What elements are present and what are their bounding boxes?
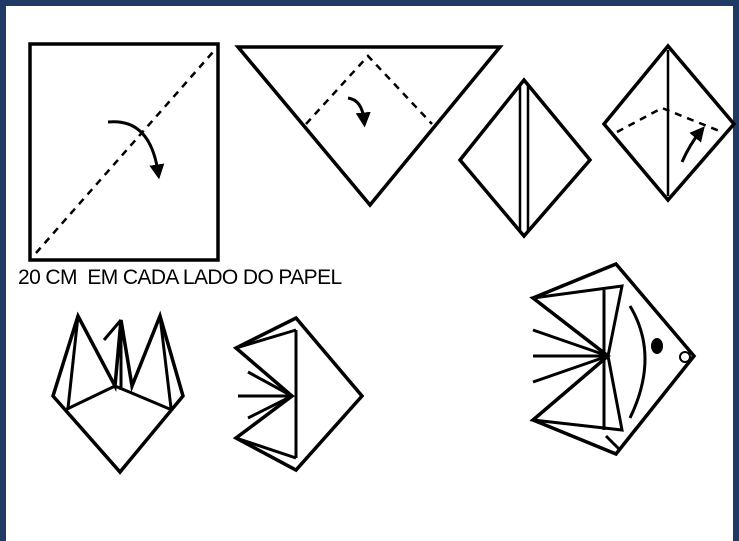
fold-arrow-icon xyxy=(682,132,700,162)
eye-icon xyxy=(651,338,663,354)
step-2-triangle xyxy=(238,47,500,205)
step-4-diamond xyxy=(604,46,734,200)
step-6-rotated xyxy=(236,318,362,470)
step-7-fish xyxy=(533,264,694,454)
step-1-square xyxy=(30,44,218,260)
fold-arrow-icon xyxy=(348,98,364,120)
mouth-icon xyxy=(680,352,690,362)
step-5-crown xyxy=(53,316,183,472)
step-3-diamond xyxy=(460,80,590,236)
paper-size-caption: 20 CM EM CADA LADO DO PAPEL xyxy=(18,266,342,290)
